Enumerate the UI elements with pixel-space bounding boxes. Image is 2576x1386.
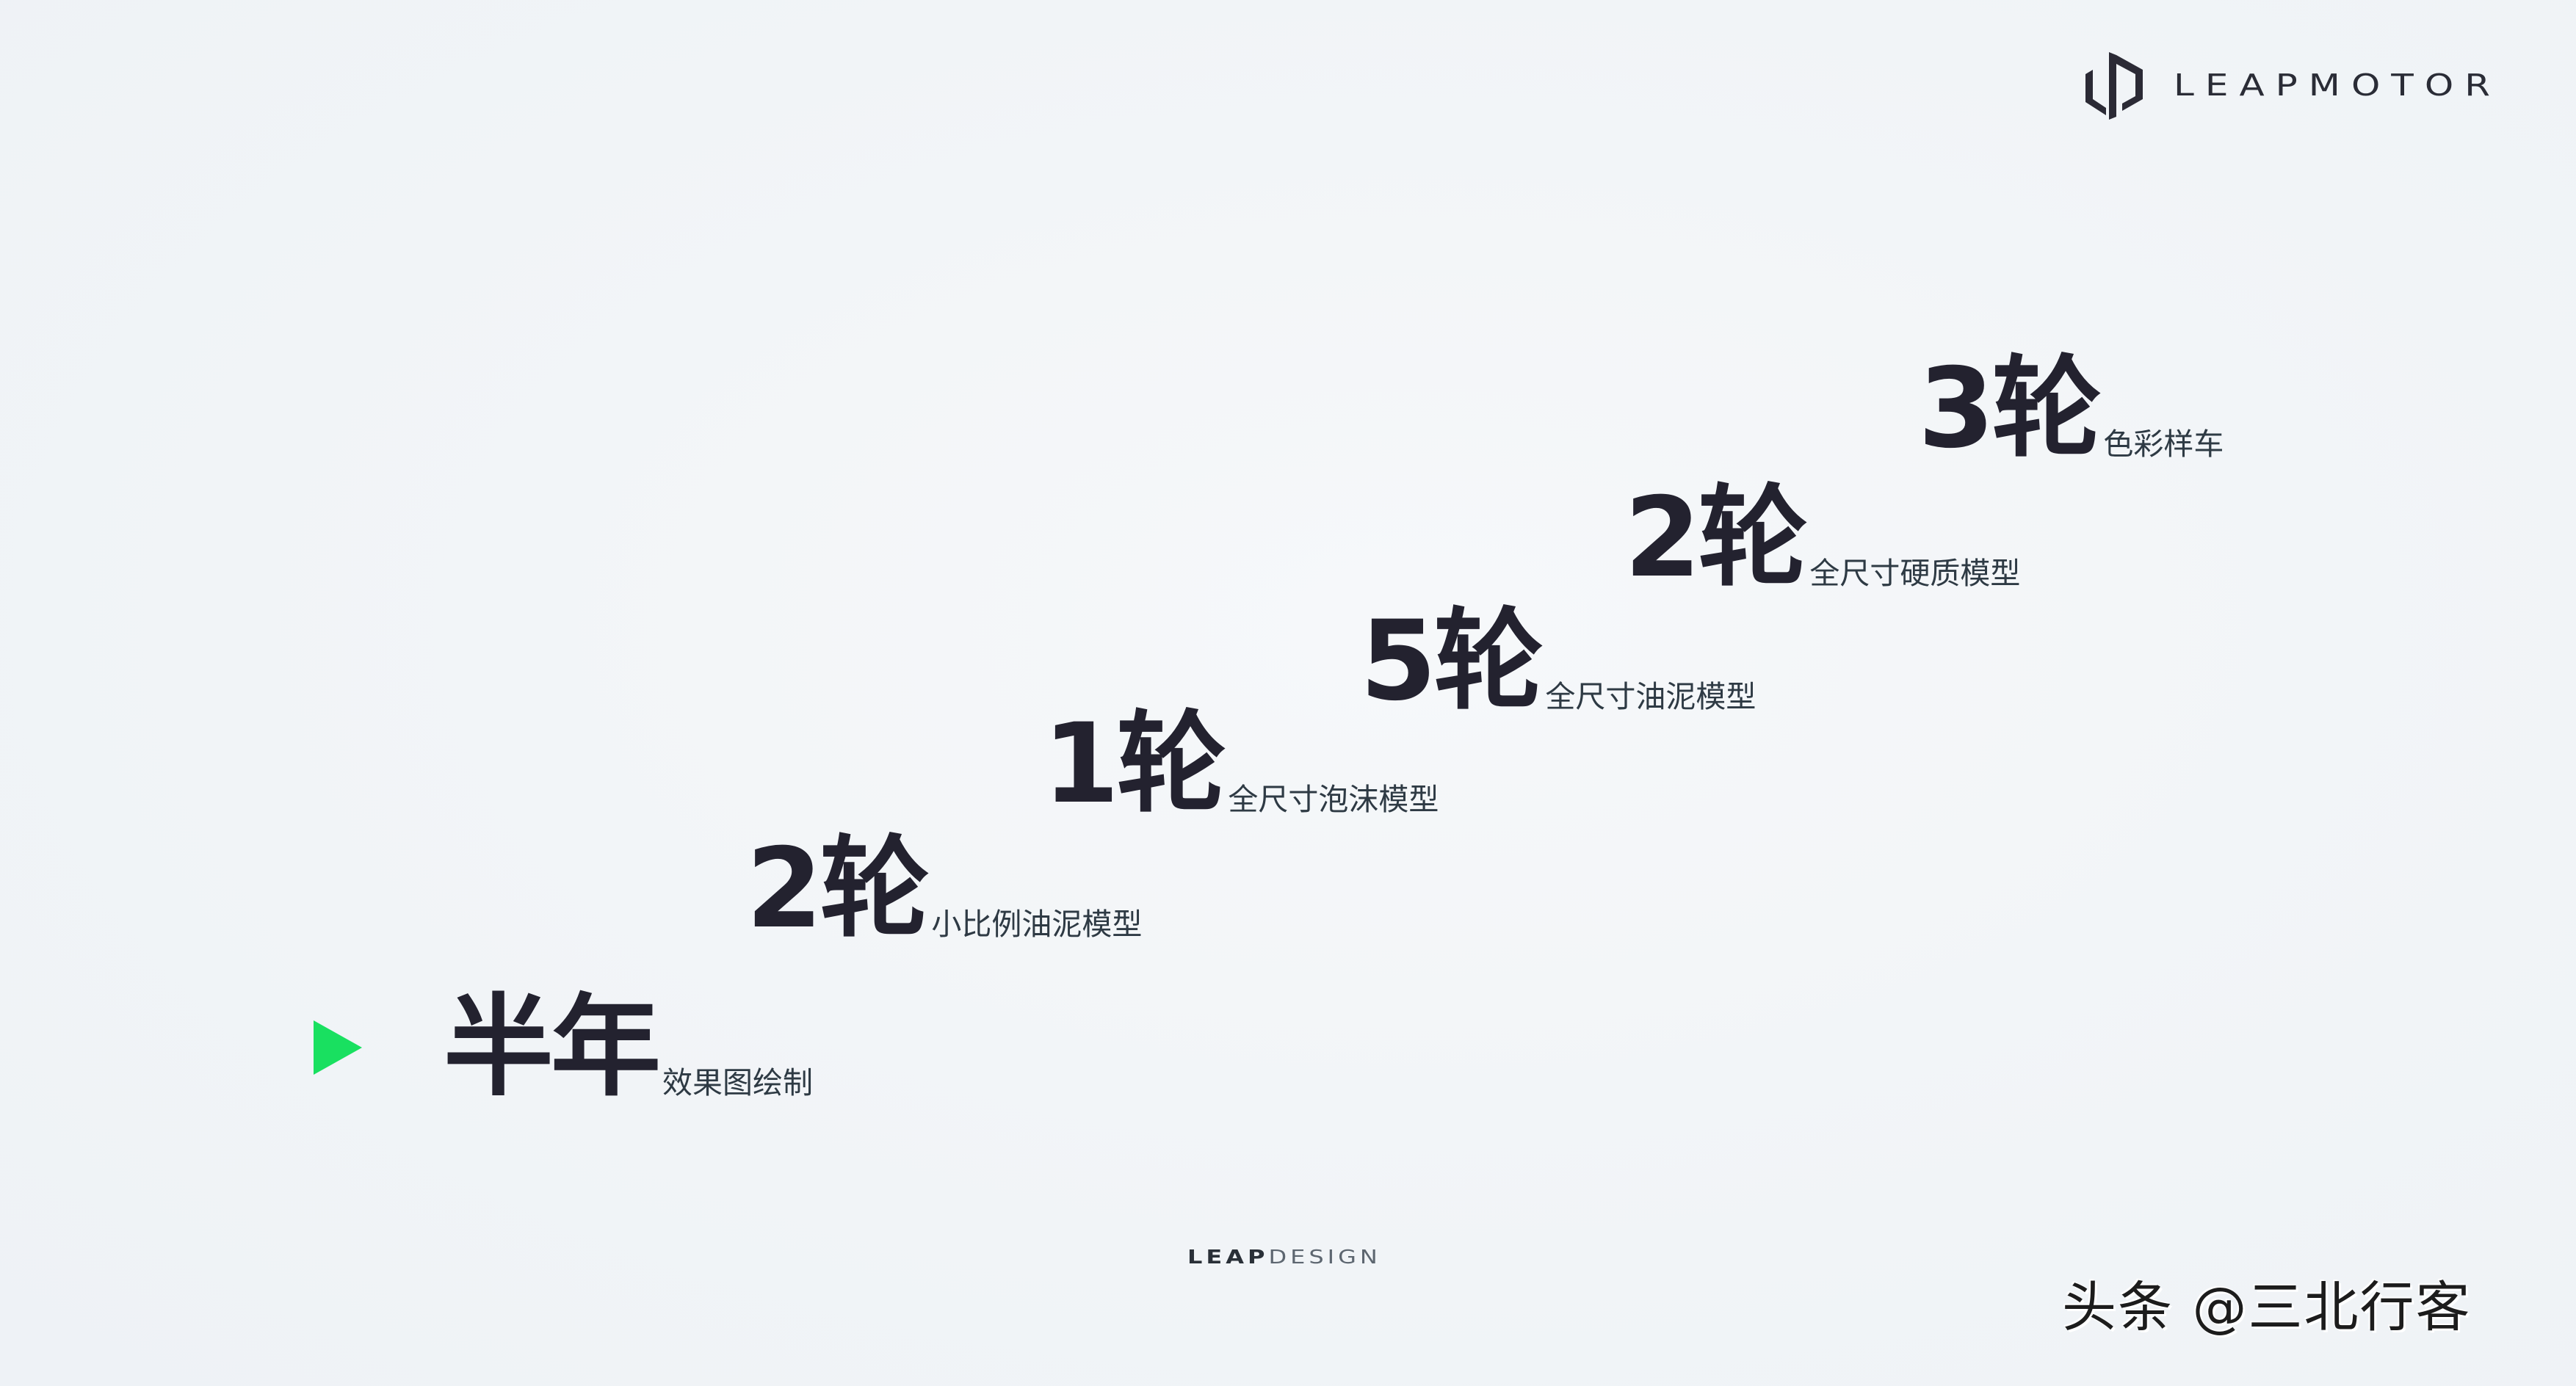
step-description: 色彩样车: [2103, 427, 2224, 462]
brand-name: LEAPMOTOR: [2174, 68, 2501, 103]
step-rounds: 2轮: [1624, 474, 1808, 602]
timeline-step-4: 5轮 全尺寸油泥模型: [1360, 606, 1756, 716]
leapmotor-logo-icon: [2085, 52, 2143, 120]
step-description: 全尺寸硬质模型: [1809, 556, 2021, 591]
timeline-step-5: 2轮 全尺寸硬质模型: [1624, 483, 2020, 593]
step-description: 效果图绘制: [662, 1065, 814, 1100]
step-duration: 半年: [444, 984, 661, 1111]
timeline-step-1: 半年 效果图绘制: [444, 993, 813, 1103]
timeline-step-6: 3轮 色彩样车: [1918, 354, 2224, 464]
watermark: 头条 @三北行客: [2062, 1276, 2472, 1339]
step-description: 全尺寸油泥模型: [1545, 679, 1756, 714]
step-rounds: 1轮: [1043, 700, 1226, 828]
brand-logo: LEAPMOTOR: [2084, 50, 2501, 120]
step-description: 小比例油泥模型: [931, 907, 1143, 942]
step-description: 全尺寸泡沫模型: [1228, 782, 1439, 817]
step-rounds: 2轮: [746, 825, 930, 953]
play-triangle-icon: [314, 1020, 362, 1075]
footer-design: DESIGN: [1268, 1245, 1381, 1269]
step-rounds: 3轮: [1918, 345, 2102, 473]
timeline-step-2: 2轮 小比例油泥模型: [746, 834, 1142, 944]
leapdesign-footer: LEAPDESIGN: [1187, 1247, 1381, 1266]
timeline-step-3: 1轮 全尺寸泡沫模型: [1043, 709, 1439, 819]
footer-leap: LEAP: [1187, 1245, 1269, 1269]
step-rounds: 5轮: [1360, 598, 1544, 725]
